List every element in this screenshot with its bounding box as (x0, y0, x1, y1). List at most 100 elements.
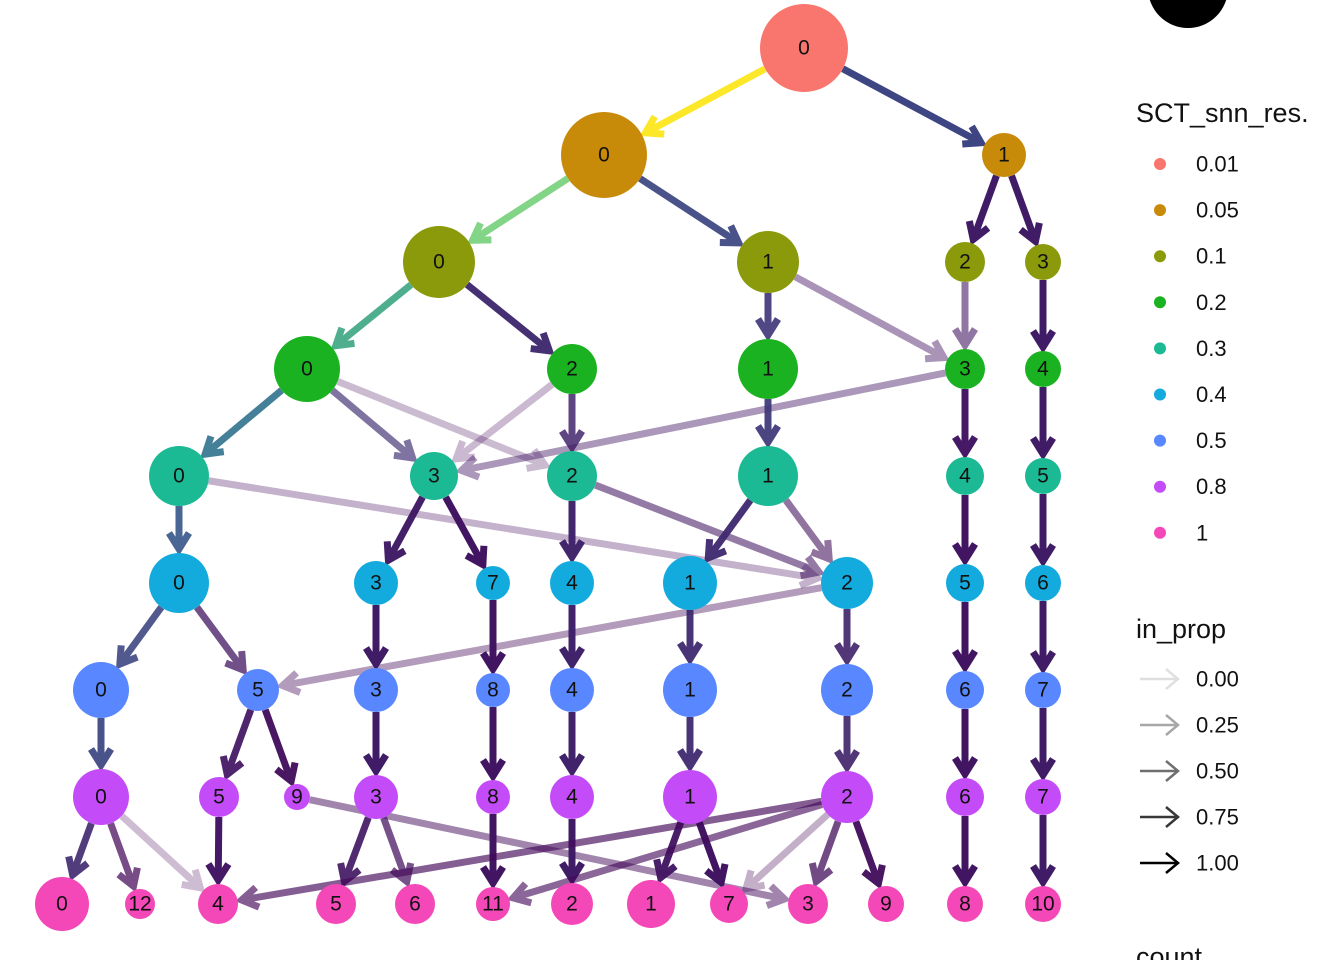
alpha-legend-label: 0.00 (1196, 667, 1239, 692)
cluster-node-res-1-2: 2 (551, 883, 593, 925)
cluster-node-circle (284, 784, 310, 810)
edge-d2-e2 (559, 394, 585, 454)
edge-h2-i11 (506, 801, 824, 907)
cluster-node-label: 5 (1037, 465, 1049, 488)
cluster-node-circle (547, 451, 597, 501)
color-legend-label: 1 (1196, 520, 1208, 545)
cluster-node-label: 3 (370, 786, 382, 809)
color-legend-key (1154, 204, 1166, 217)
cluster-node-label: 4 (566, 786, 578, 809)
size-legend-dot (1149, 0, 1227, 28)
cluster-node-res-0.8-8: 8 (476, 780, 510, 814)
edge-c1-d3 (793, 273, 950, 363)
cluster-node-res-0.8-5: 5 (199, 777, 239, 817)
alpha-legend-label: 0.25 (1196, 713, 1239, 738)
cluster-node-label: 0 (301, 358, 313, 381)
cluster-node-res-0.5-1: 1 (663, 663, 717, 717)
cluster-node-label: 1 (762, 465, 774, 488)
cluster-node-label: 0 (95, 786, 107, 809)
cluster-node-res-1-0: 0 (35, 877, 89, 931)
edge-f2-g2 (834, 609, 860, 667)
color-legend-label: 0.05 (1196, 198, 1239, 223)
edge-h0-i4 (119, 813, 206, 893)
edge-h8-i11 (480, 814, 506, 890)
edge-f7-g8 (480, 600, 506, 676)
cluster-node-circle (73, 662, 129, 718)
cluster-node-circle (354, 775, 398, 819)
edge-h5-i4 (205, 816, 232, 887)
edge-f6-g7 (1030, 601, 1056, 675)
cluster-node-label: 6 (409, 893, 421, 916)
cluster-node-label: 1 (998, 144, 1010, 167)
cluster-node-label: 1 (762, 358, 774, 381)
color-legend-label: 0.2 (1196, 290, 1227, 315)
cluster-node-label: 7 (723, 893, 735, 916)
cluster-node-circle (550, 668, 594, 712)
cluster-node-circle (868, 886, 904, 922)
cluster-node-label: 5 (330, 893, 342, 916)
alpha-legend-label: 1.00 (1196, 851, 1239, 876)
edge-g4-h4 (559, 712, 585, 778)
edge-c0-d0 (330, 281, 414, 350)
cluster-node-res-0.4-3: 3 (354, 561, 398, 605)
cluster-node-label: 5 (959, 572, 971, 595)
cluster-node-circle (35, 877, 89, 931)
cluster-node-res-0.2-0: 0 (274, 336, 340, 402)
edge-h1-i7 (695, 821, 729, 889)
cluster-node-label: 9 (291, 786, 303, 809)
edge-e0-f0 (166, 506, 192, 556)
edge-h2-i3 (808, 820, 842, 888)
cluster-node-res-0.8-1: 1 (663, 770, 717, 824)
cluster-node-label: 12 (128, 893, 151, 916)
edge-g0-h0 (88, 718, 114, 772)
cluster-node-circle (760, 4, 848, 92)
cluster-node-label: 1 (684, 786, 696, 809)
color-legend-label: 0.3 (1196, 336, 1227, 361)
cluster-node-circle (149, 446, 209, 506)
cluster-node-circle (551, 883, 593, 925)
cluster-node-label: 1 (684, 572, 696, 595)
cluster-node-circle (821, 771, 873, 823)
cluster-node-circle (821, 664, 873, 716)
cluster-node-label: 7 (487, 572, 499, 595)
cluster-node-res-1-9: 9 (868, 886, 904, 922)
cluster-node-circle (476, 887, 510, 921)
cluster-node-circle (738, 446, 798, 506)
cluster-node-res-0.5-6: 6 (946, 671, 984, 709)
edge-h2-i9 (852, 820, 886, 890)
cluster-node-label: 0 (598, 144, 610, 167)
cluster-node-circle (946, 457, 984, 495)
cluster-node-label: 3 (959, 358, 971, 381)
alpha-legend-label: 0.50 (1196, 759, 1239, 784)
cluster-node-circle (395, 884, 435, 924)
cluster-node-label: 0 (173, 572, 185, 595)
cluster-node-label: 2 (566, 893, 578, 916)
cluster-node-label: 0 (95, 679, 107, 702)
cluster-node-circle (476, 673, 510, 707)
edge-e5-f6 (1030, 494, 1056, 568)
legend: SCT_snn_res.0.010.050.10.20.30.40.50.81i… (1136, 0, 1309, 960)
cluster-node-res-0.8-9: 9 (284, 784, 310, 810)
edge-c0-d2 (464, 281, 555, 355)
cluster-node-label: 4 (566, 679, 578, 702)
edge-h2-i7 (741, 811, 831, 893)
edge-f4-g4 (559, 605, 585, 671)
alpha-legend-label: 0.75 (1196, 805, 1239, 830)
edge-g7-h7 (1030, 708, 1056, 782)
color-legend-label: 0.8 (1196, 474, 1227, 499)
cluster-node-res-0.5-0: 0 (73, 662, 129, 718)
cluster-node-circle (821, 557, 873, 609)
edge-d0-e3 (329, 387, 418, 463)
cluster-node-label: 6 (959, 786, 971, 809)
cluster-node-res-1-12: 12 (125, 889, 155, 919)
cluster-node-label: 1 (762, 251, 774, 274)
cluster-node-circle (410, 452, 458, 500)
cluster-node-circle (945, 242, 985, 282)
edge-c3-d4 (1030, 280, 1056, 354)
cluster-node-res-0.4-5: 5 (946, 564, 984, 602)
edge-a0-b0 (639, 65, 767, 138)
edges-layer (65, 65, 1056, 911)
edge-e1-f1 (704, 498, 754, 564)
cluster-node-circle (1025, 565, 1061, 601)
